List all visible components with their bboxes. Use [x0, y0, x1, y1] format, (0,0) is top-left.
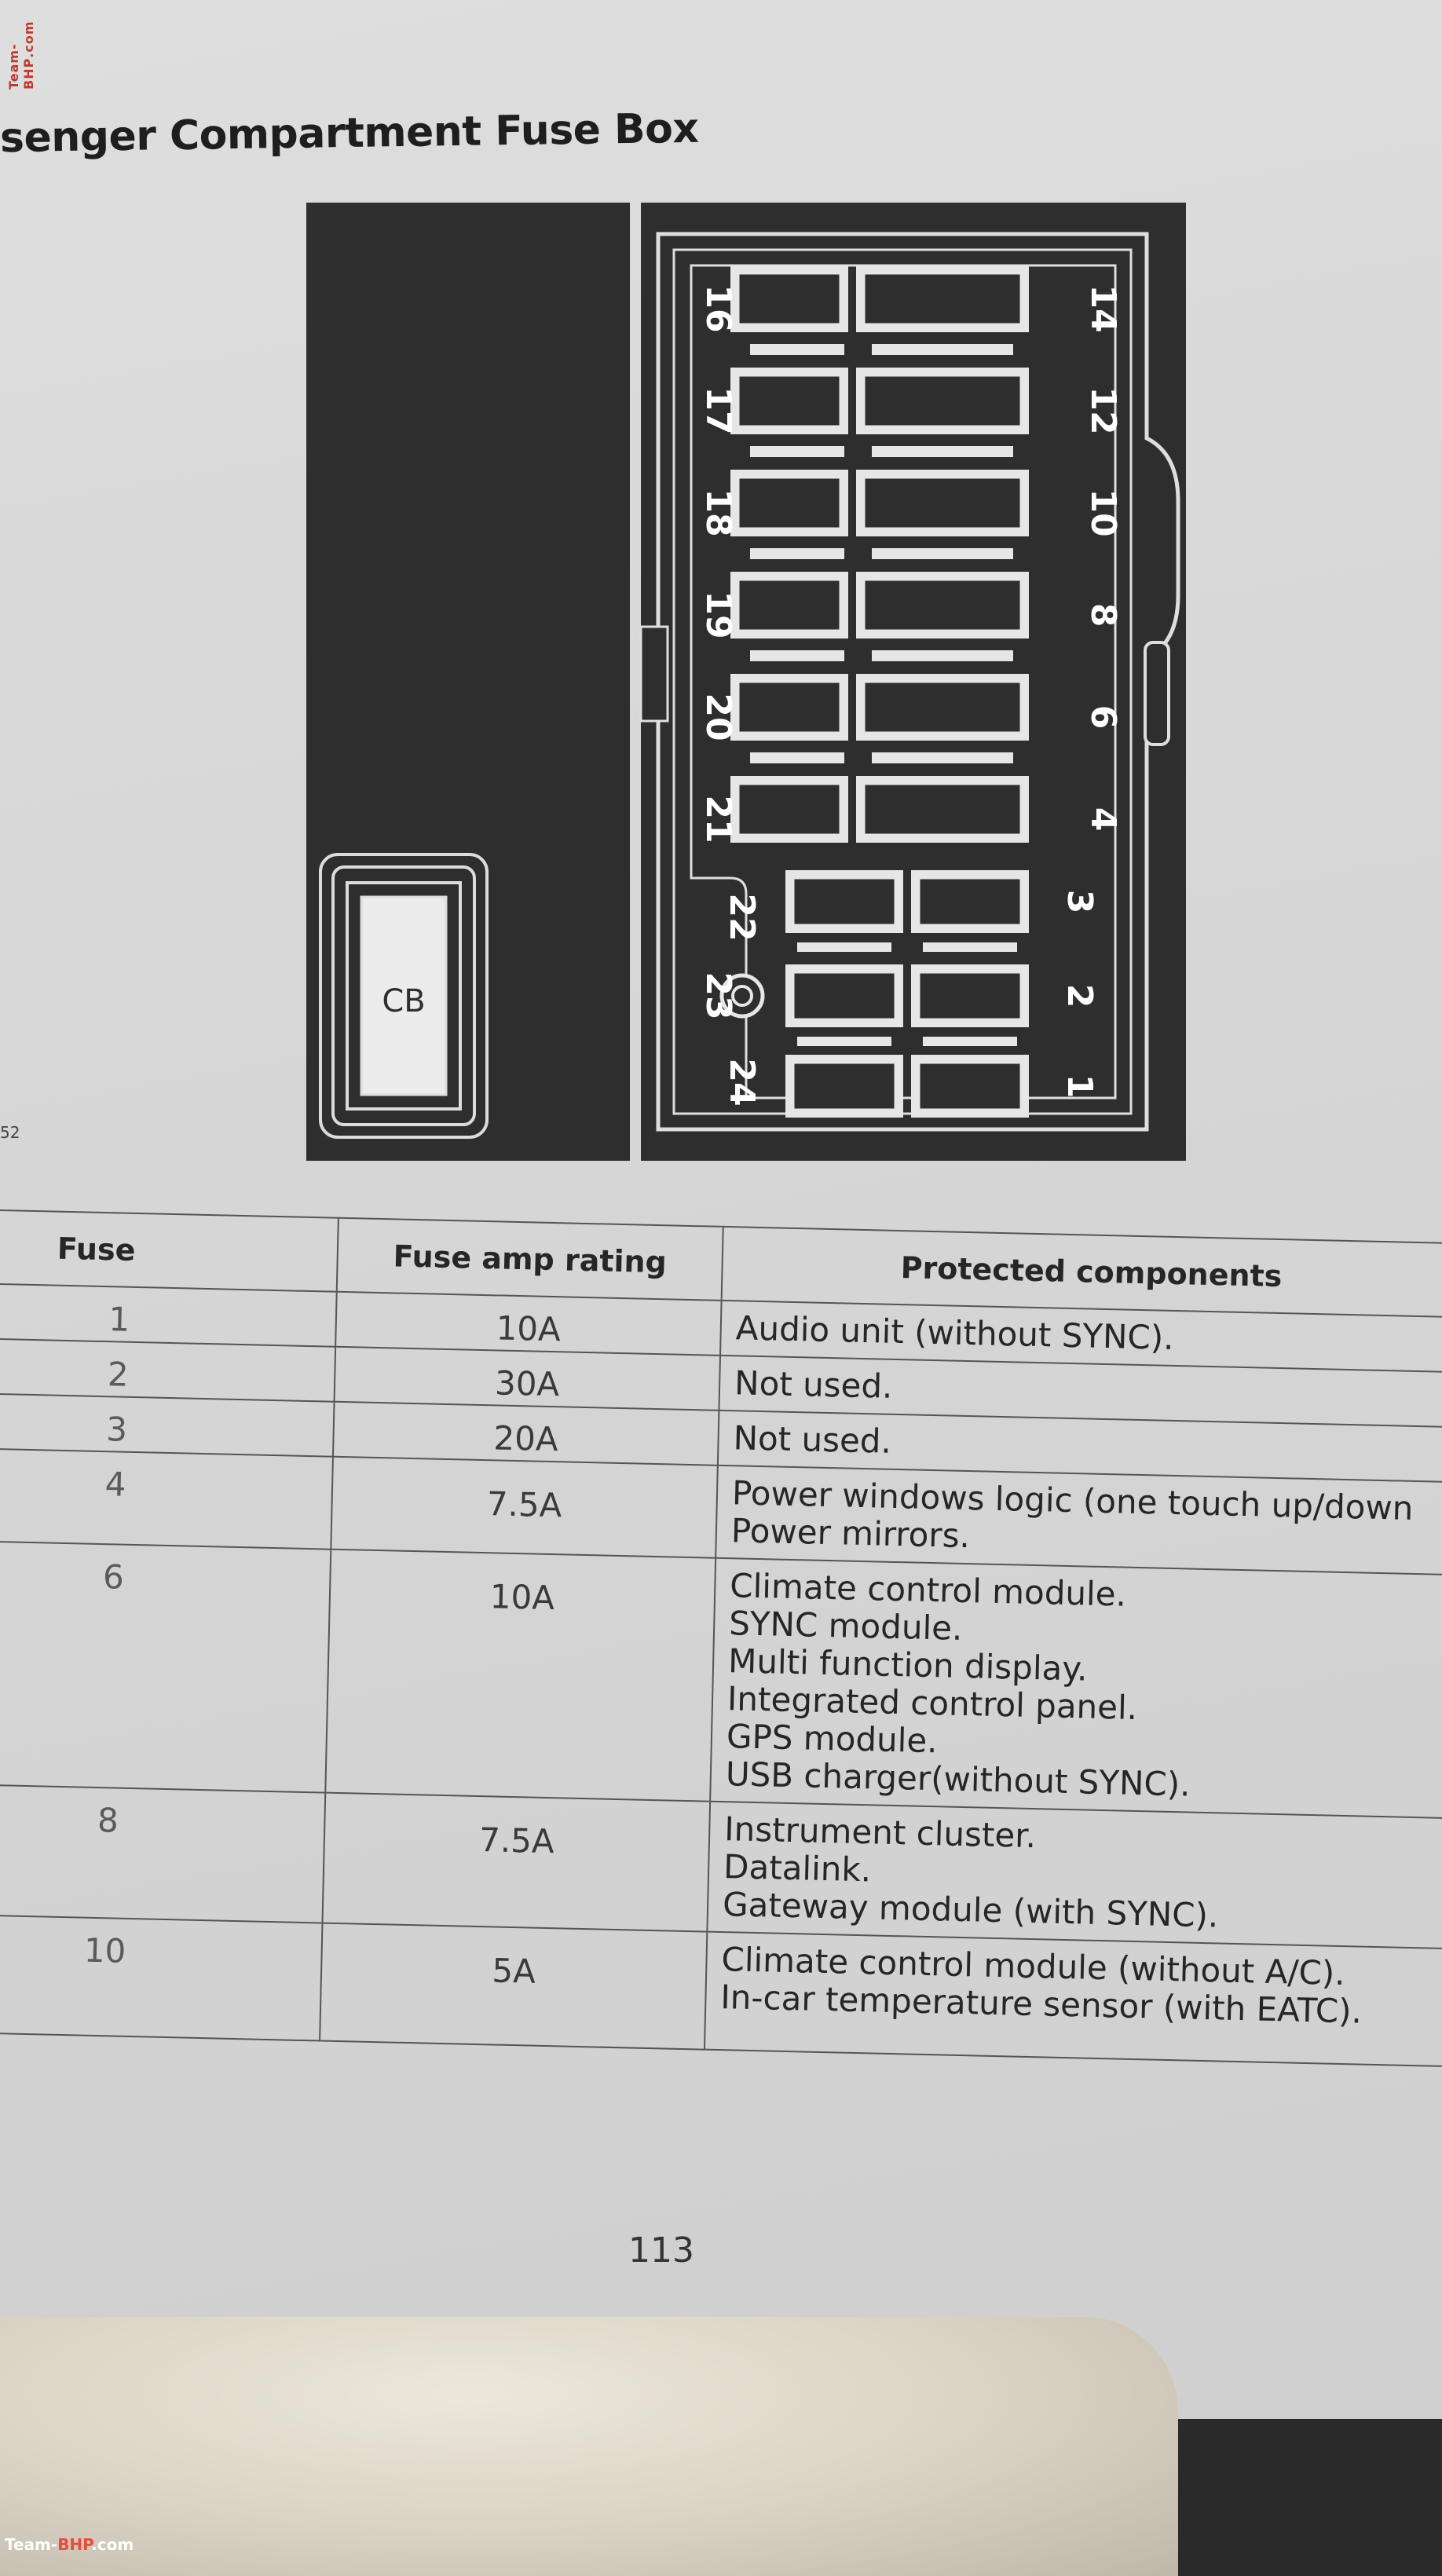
fuse-position-label: 1 — [1060, 1074, 1100, 1099]
fuse-rating-cell: 7.5A — [322, 1792, 711, 1932]
fuse-number-cell: 10 — [0, 1915, 323, 2041]
component-line: Not used. — [733, 1418, 892, 1461]
fuse-position-label: 6 — [1083, 705, 1123, 730]
fuse-rating-cell: 10A — [325, 1549, 716, 1802]
fuse-position-label: 8 — [1083, 603, 1123, 628]
fuse-number-cell: 1 — [0, 1283, 337, 1347]
component-line: Audio unit (without SYNC). — [735, 1308, 1175, 1357]
upper-fuse-grid — [730, 265, 1029, 843]
fuse-position-label: 2 — [1060, 984, 1100, 1008]
watermark-top: Team-BHP.com — [6, 20, 36, 90]
fuse-position-label: 23 — [698, 971, 738, 1019]
fuse-position-label: 4 — [1083, 807, 1123, 832]
manual-page: senger Compartment Fuse Box CB — [0, 0, 1442, 2419]
fuse-position-label: 21 — [698, 795, 738, 843]
fuse-position-label: 14 — [1083, 284, 1123, 332]
fuse-table-container: Fuse Fuse amp rating Protected component… — [0, 1209, 1442, 2263]
fuse-position-label: 19 — [698, 591, 738, 639]
side-clip — [1144, 641, 1170, 746]
protected-components-cell: Climate control module (without A/C).In-… — [704, 1931, 1442, 2066]
watermark-bottom: Team-BHP.com — [5, 2535, 134, 2554]
fuse-position-label: 18 — [698, 488, 738, 536]
fuse-position-label: 12 — [1083, 386, 1123, 434]
page-title: senger Compartment Fuse Box — [0, 104, 699, 163]
header-fuse: Fuse — [0, 1209, 339, 1292]
fuse-table: Fuse Fuse amp rating Protected component… — [0, 1209, 1442, 2067]
fuse-position-label: 22 — [722, 893, 762, 941]
page-number: 113 — [628, 2230, 694, 2270]
fuse-position-label: 16 — [698, 284, 738, 332]
mounting-screw — [719, 973, 765, 1019]
fuse-box-diagram: CB — [306, 203, 1186, 1161]
fuse-rating-cell: 30A — [334, 1346, 721, 1411]
component-line: Not used. — [734, 1363, 894, 1406]
lower-fuse-grid — [719, 870, 1029, 1118]
fuse-number-cell: 8 — [0, 1784, 326, 1923]
fuse-box-left-panel — [306, 203, 630, 1161]
protected-components-cell: Instrument cluster.Datalink.Gateway modu… — [707, 1801, 1442, 1948]
fuse-position-label: 17 — [698, 386, 738, 434]
fuse-number-cell: 4 — [0, 1448, 333, 1550]
protected-components-cell: Climate control module.SYNC module.Multi… — [710, 1557, 1442, 1819]
figure-number: 52 — [0, 1123, 20, 1142]
fuse-position-label: 20 — [698, 693, 738, 741]
fuse-number-cell: 2 — [0, 1338, 336, 1402]
left-notch — [639, 625, 669, 723]
fuse-position-label: 3 — [1060, 890, 1100, 914]
fuse-rating-cell: 20A — [332, 1401, 719, 1465]
header-rating: Fuse amp rating — [336, 1217, 723, 1301]
fuse-rating-cell: 7.5A — [331, 1456, 718, 1558]
fuse-number-cell: 3 — [0, 1393, 335, 1457]
fuse-rating-cell: 5A — [320, 1923, 708, 2050]
fuse-position-label: 24 — [722, 1058, 762, 1106]
background-fabric — [0, 2317, 1178, 2576]
fuse-rating-cell: 10A — [335, 1291, 722, 1356]
fuse-position-label: 10 — [1083, 488, 1123, 536]
cb-label: CB — [382, 983, 425, 1019]
fuse-number-cell: 6 — [0, 1541, 331, 1793]
circuit-breaker: CB — [319, 853, 489, 1139]
